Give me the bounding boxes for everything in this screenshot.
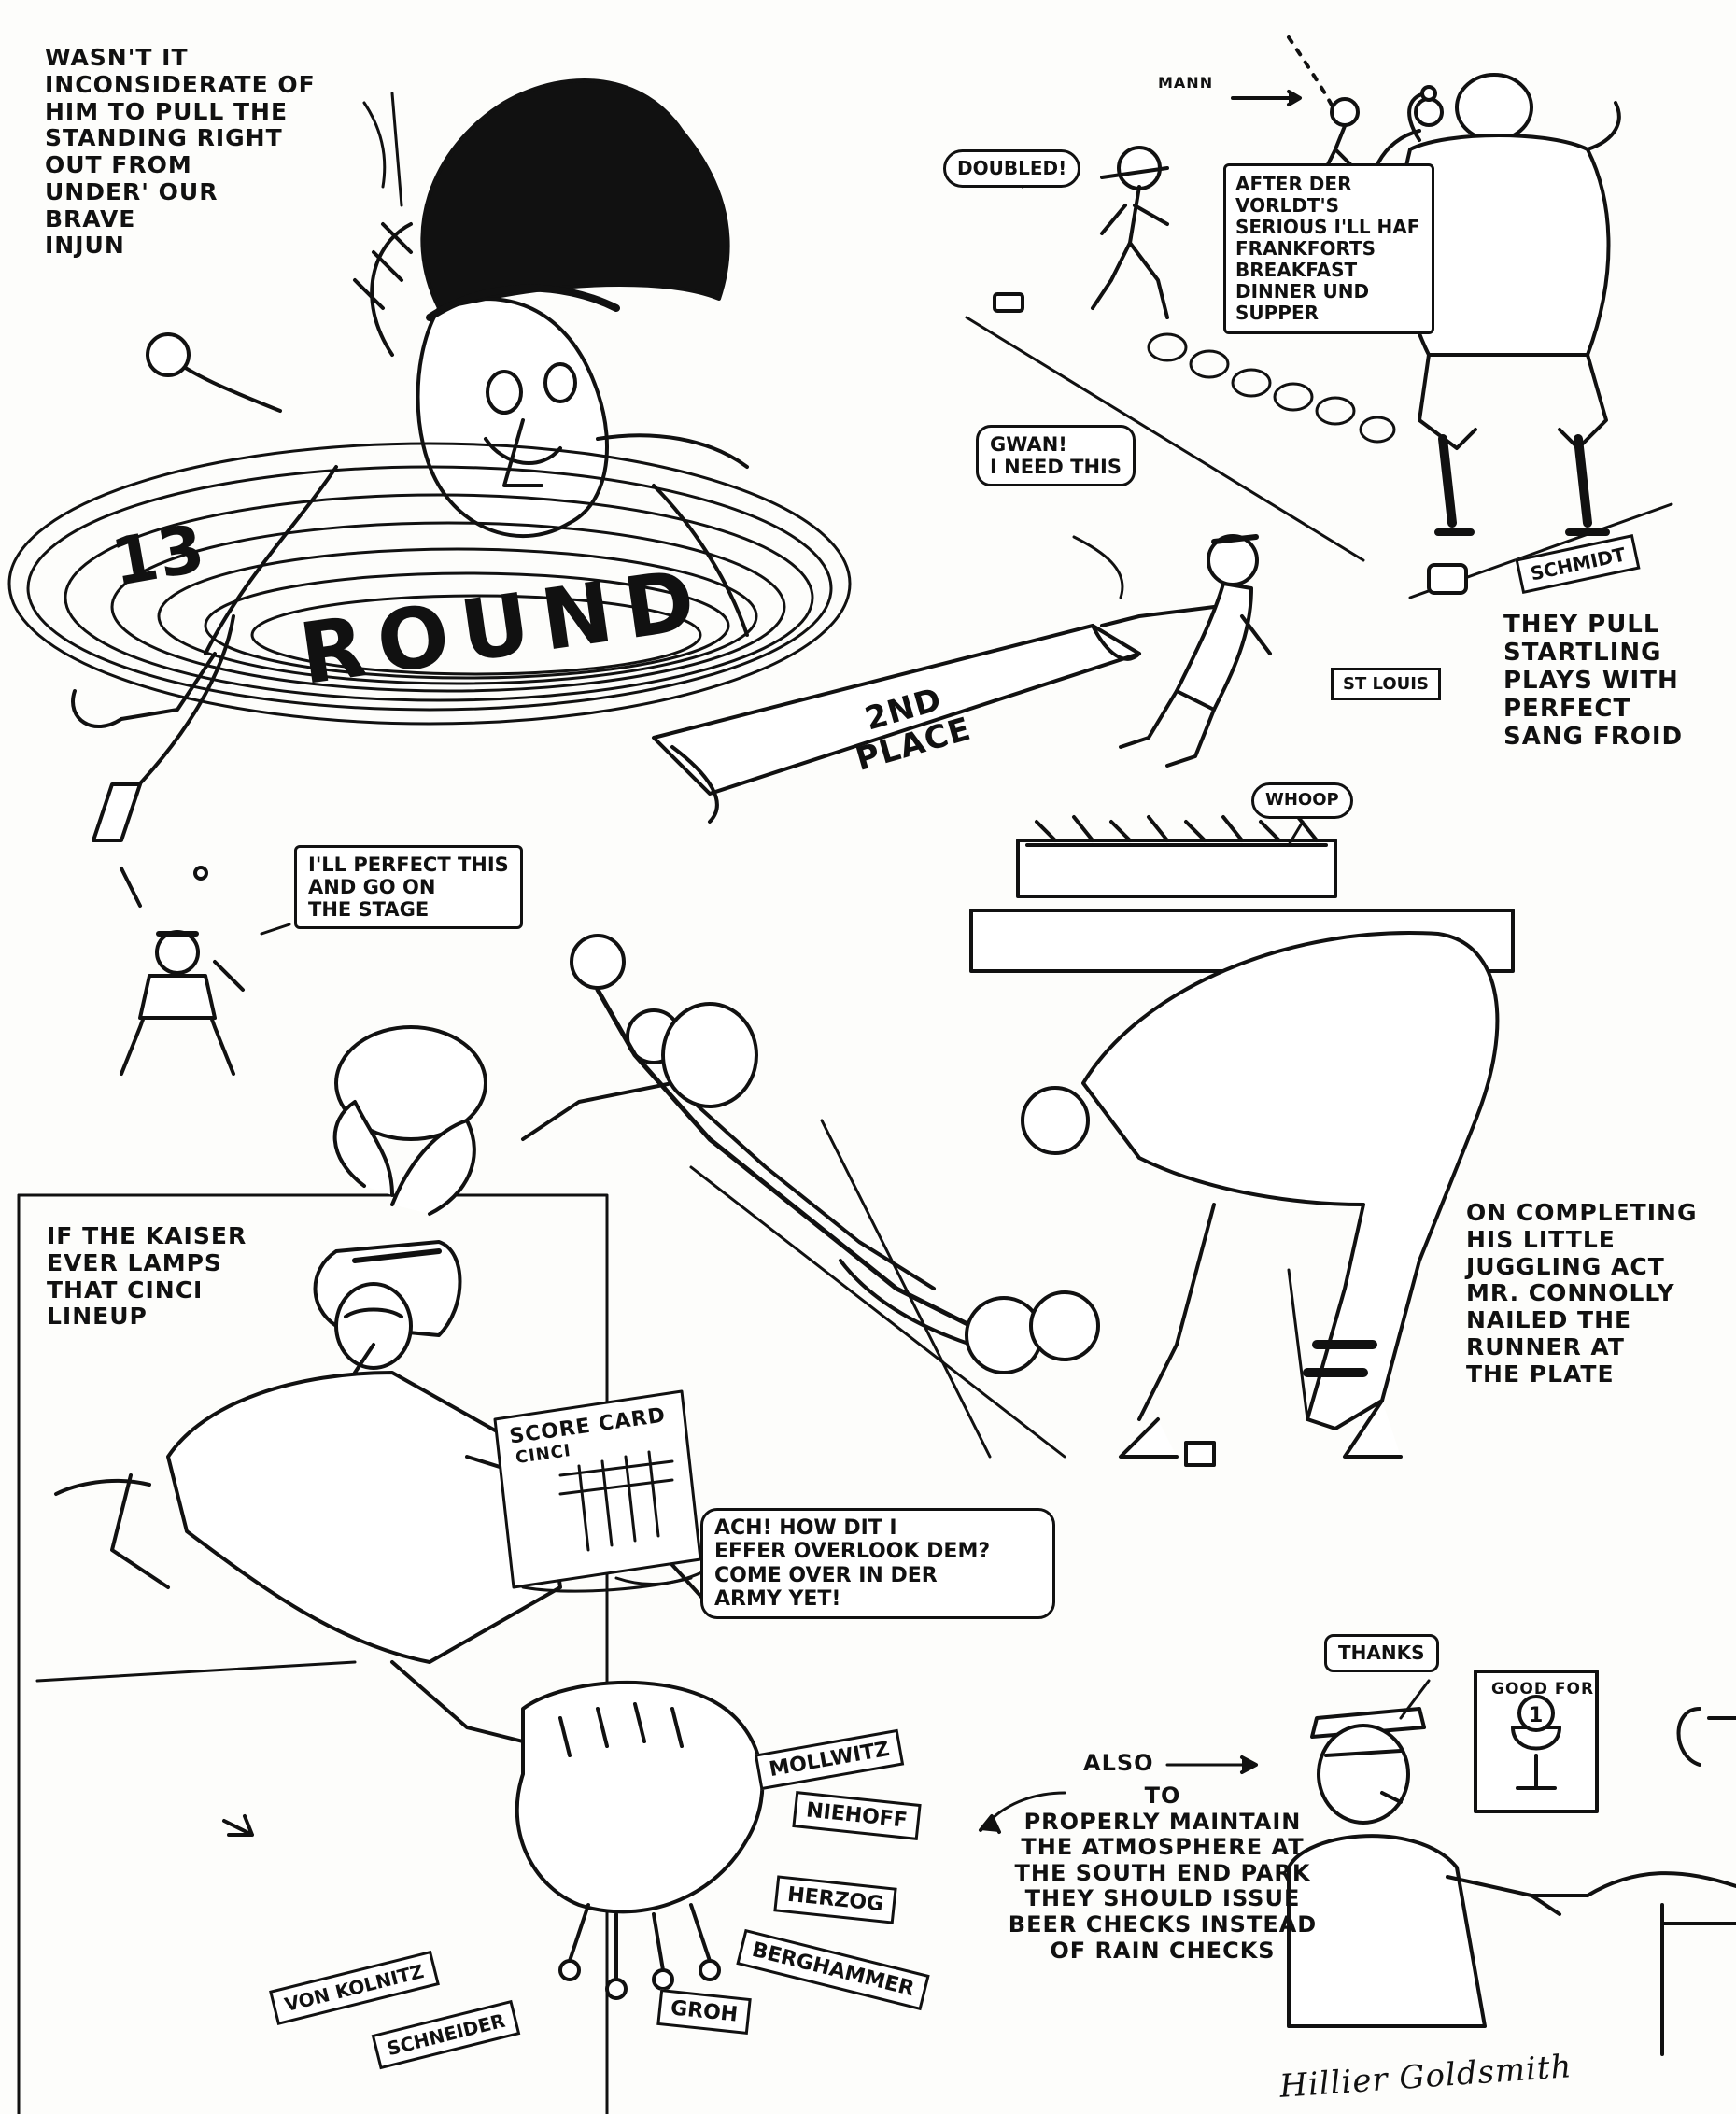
mann-label: MANN xyxy=(1158,74,1214,92)
gwan-bubble: GWAN! I NEED THIS xyxy=(976,425,1136,487)
base-bag xyxy=(993,292,1024,313)
sang-froid-caption: THEY PULL STARTLING PLAYS WITH PERFECT S… xyxy=(1503,611,1684,751)
perfect-this-bubble: I'LL PERFECT THIS AND GO ON THE STAGE xyxy=(294,845,523,930)
good-for-sign-text: GOOD FOR xyxy=(1491,1680,1595,1698)
arrow-left-pointer xyxy=(988,1791,1066,1823)
umpire-figure xyxy=(1368,73,1621,536)
beer-checks-caption: TO PROPERLY MAINTAIN THE ATMOSPHERE AT T… xyxy=(1008,1783,1318,1964)
sliding-runner-figure xyxy=(334,934,1100,1374)
german-bubble: AFTER DER VORLDT'S SERIOUS I'LL HAF FRAN… xyxy=(1223,163,1434,334)
good-for-sign-number: 1 xyxy=(1529,1704,1545,1727)
whirlwind-swirl xyxy=(7,442,852,726)
home-plate xyxy=(1427,563,1468,595)
thanks-bubble: THANKS xyxy=(1324,1634,1439,1672)
catcher-figure xyxy=(1021,931,1500,1459)
kaiser-panel-frame xyxy=(17,1193,609,2114)
dust-puffs xyxy=(1147,332,1396,444)
indian-chief-figure xyxy=(71,78,749,842)
whoop-bubble: WHOOP xyxy=(1251,782,1353,819)
ach-bubble: ACH! HOW DIT I EFFER OVERLOOK DEM? COME … xyxy=(700,1508,1055,1620)
connolly-caption: ON COMPLETING HIS LITTLE JUGGLING ACT MR… xyxy=(1466,1199,1698,1388)
small-pitcher-figure xyxy=(120,866,245,1076)
bartender-figure xyxy=(1586,1707,1736,2056)
second-place-rug xyxy=(652,624,1141,824)
thirteen-label: 13 xyxy=(106,509,211,602)
also-label: ALSO xyxy=(1083,1750,1154,1776)
base-path-line xyxy=(965,316,1365,562)
doubled-bubble: DOUBLED! xyxy=(943,149,1081,188)
good-for-sign xyxy=(1474,1670,1599,1813)
ball-trajectory xyxy=(1231,35,1437,170)
plate xyxy=(1184,1441,1216,1467)
top-left-caption: WASN'T IT INCONSIDERATE OF HIM TO PULL T… xyxy=(45,44,316,260)
kaiser-caption: IF THE KAISER EVER LAMPS THAT CINCI LINE… xyxy=(47,1222,247,1331)
baseline xyxy=(689,1165,1066,1459)
st-louis-tag: ST LOUIS xyxy=(1331,668,1441,700)
kaiser-figure xyxy=(35,1100,765,2000)
st-louis-player-figure xyxy=(1100,534,1272,768)
runner-figure xyxy=(1091,146,1169,319)
fan-figure xyxy=(1287,1707,1589,2028)
